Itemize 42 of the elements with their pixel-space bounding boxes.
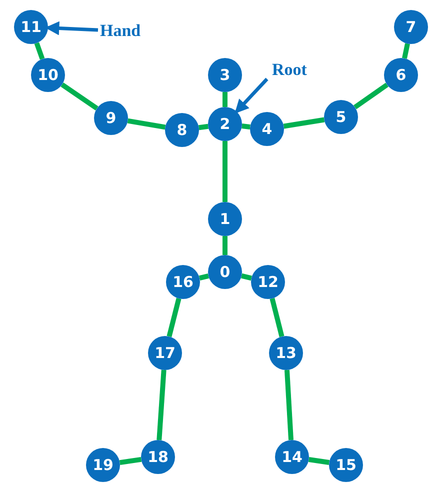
bone-line xyxy=(283,117,325,129)
joint-circle: 4 xyxy=(250,112,284,146)
bone-line xyxy=(34,42,45,60)
bone-line xyxy=(60,82,98,110)
bone-line xyxy=(222,236,228,255)
bone-line xyxy=(270,298,284,338)
joint-circle: 14 xyxy=(275,440,309,474)
joint-circle: 8 xyxy=(165,113,199,147)
joint-circle: 2 xyxy=(208,107,242,141)
bone-line xyxy=(222,141,228,202)
bone-line xyxy=(242,124,250,130)
joint-circle: 13 xyxy=(269,336,303,370)
bone-line xyxy=(156,370,166,440)
joint-circle: 5 xyxy=(324,100,358,134)
bone-line xyxy=(402,43,410,59)
joint-circle: 9 xyxy=(94,101,128,135)
bone-line xyxy=(198,274,210,280)
bone-line xyxy=(284,370,294,440)
bone-line xyxy=(198,124,208,130)
arrow xyxy=(234,78,268,114)
joint-circle: 0 xyxy=(208,255,242,289)
bone-line xyxy=(241,273,252,281)
joint-circle: 17 xyxy=(148,336,182,370)
joint-circle: 12 xyxy=(251,265,285,299)
bone-line xyxy=(222,92,228,107)
bone-line xyxy=(308,457,330,465)
joint-circle: 15 xyxy=(329,448,363,482)
joint-circle: 1 xyxy=(208,202,242,236)
bone-line xyxy=(127,118,166,130)
joint-circle: 16 xyxy=(166,265,200,299)
joint-circle: 19 xyxy=(86,448,120,482)
joint-circle: 6 xyxy=(384,58,418,92)
joint-circle: 3 xyxy=(208,58,242,92)
joint-circle: 10 xyxy=(31,58,65,92)
bone-line xyxy=(354,82,388,110)
joint-circle: 18 xyxy=(141,440,175,474)
joint-circle: 11 xyxy=(14,10,48,44)
callout-label: Root xyxy=(272,60,307,79)
joint-circle: 7 xyxy=(394,10,428,44)
bone-line xyxy=(166,298,182,338)
bone-line xyxy=(119,456,142,466)
callout-label: Hand xyxy=(100,21,141,40)
